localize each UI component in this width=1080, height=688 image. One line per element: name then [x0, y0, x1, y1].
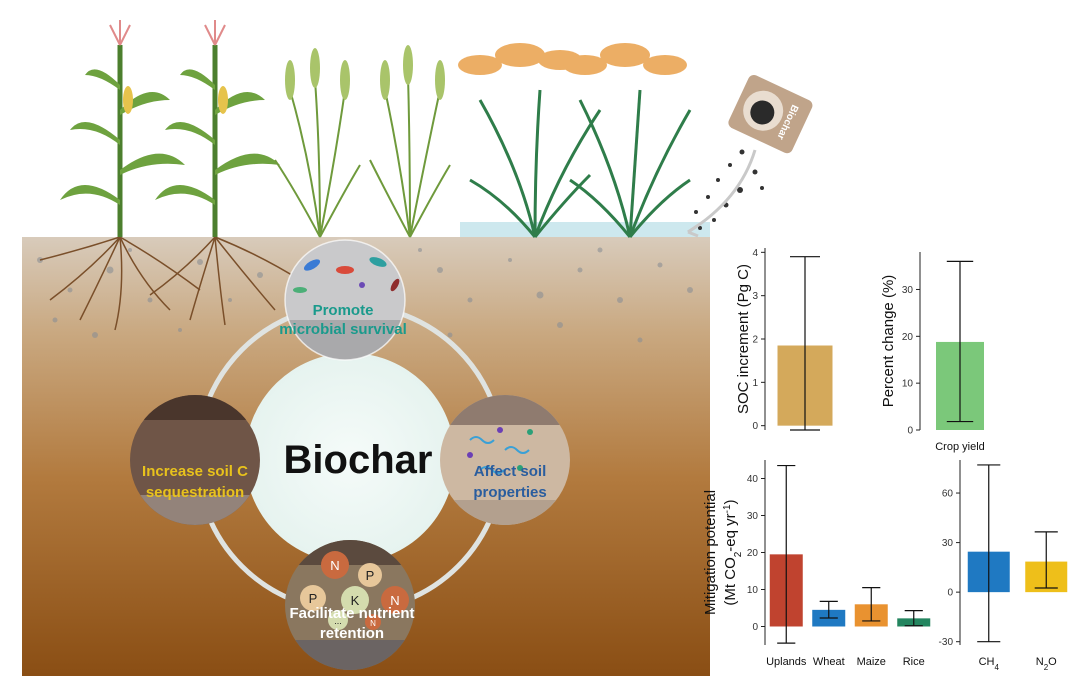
- y-tick-label: 30: [902, 285, 914, 296]
- y-tick-label: 1: [752, 378, 758, 389]
- application-arrow: [687, 149, 757, 234]
- y-tick-label: 0: [752, 421, 758, 432]
- y-tick-label: 40: [747, 474, 759, 485]
- category-label: Maize: [857, 656, 886, 668]
- y-tick-label: 10: [747, 585, 759, 596]
- nutrient-k: K: [351, 593, 360, 608]
- microbial-survival-circle: [285, 240, 405, 360]
- category-label: CH4: [979, 656, 1000, 672]
- y-tick-label: 20: [747, 548, 759, 559]
- category-label: Rice: [903, 656, 925, 668]
- soil-pebbles: [37, 247, 693, 343]
- function-label-top-line1: Promote: [313, 302, 374, 319]
- corn-roots: [39, 236, 301, 331]
- category-label: Uplands: [766, 656, 807, 668]
- y-tick-label: 4: [752, 248, 758, 259]
- biochar-bag-icon: Biochar: [687, 74, 813, 238]
- y-axis-title: Percent change (%): [880, 275, 897, 408]
- falling-biochar-particles: [694, 149, 764, 230]
- flooded-paddy-water: [460, 222, 710, 237]
- y-tick-label: 20: [902, 332, 914, 343]
- biochar-center-circle: [245, 353, 455, 563]
- function-label-left-line1: Increase soil C: [142, 463, 248, 480]
- function-label-bottom-line1: Facilitate nutrient: [289, 605, 414, 622]
- soil-properties-circle: [440, 395, 570, 525]
- wheat-plants: [274, 45, 451, 238]
- nutrient-n-2: N: [390, 593, 399, 608]
- y-tick-label: -30: [939, 637, 954, 648]
- function-label-left-line2: sequestration: [146, 484, 244, 501]
- nutrient-n-3: N: [370, 619, 376, 628]
- rice-plants: [458, 43, 692, 238]
- corn-plants: [60, 20, 280, 237]
- soil-carbon-circle: [130, 395, 260, 525]
- nutrient-p-2: P: [309, 591, 318, 606]
- y-tick-label: 2: [752, 335, 758, 346]
- y-axis-title-line: Mitigation potential: [702, 490, 719, 615]
- y-tick-label: 0: [907, 426, 913, 437]
- microbe-icons: [293, 257, 400, 293]
- y-tick-label: 60: [942, 489, 954, 500]
- y-tick-label: 0: [752, 622, 758, 633]
- center-title: Biochar: [284, 438, 433, 482]
- y-axis-title-line: (Mt CO2-eq yr-1): [722, 499, 744, 605]
- category-label: N2O: [1036, 656, 1057, 672]
- function-label-right-line2: properties: [473, 484, 546, 501]
- category-label: Wheat: [813, 656, 845, 668]
- nutrient-n-1: N: [330, 558, 339, 573]
- function-label-right-line1: Affect soil: [474, 463, 547, 480]
- category-label: Crop yield: [935, 441, 985, 453]
- nutrient-p-1: P: [366, 568, 375, 583]
- y-tick-label: 0: [947, 588, 953, 599]
- y-axis-title: SOC increment (Pg C): [735, 264, 752, 414]
- function-label-bottom-line2: retention: [320, 625, 384, 642]
- nutrient-more: ...: [334, 616, 342, 626]
- nutrient-balls: [300, 551, 409, 630]
- y-tick-label: 30: [747, 511, 759, 522]
- y-tick-label: 30: [942, 538, 954, 549]
- y-tick-label: 3: [752, 291, 758, 302]
- function-label-top-line2: microbial survival: [279, 321, 407, 338]
- y-tick-label: 10: [902, 379, 914, 390]
